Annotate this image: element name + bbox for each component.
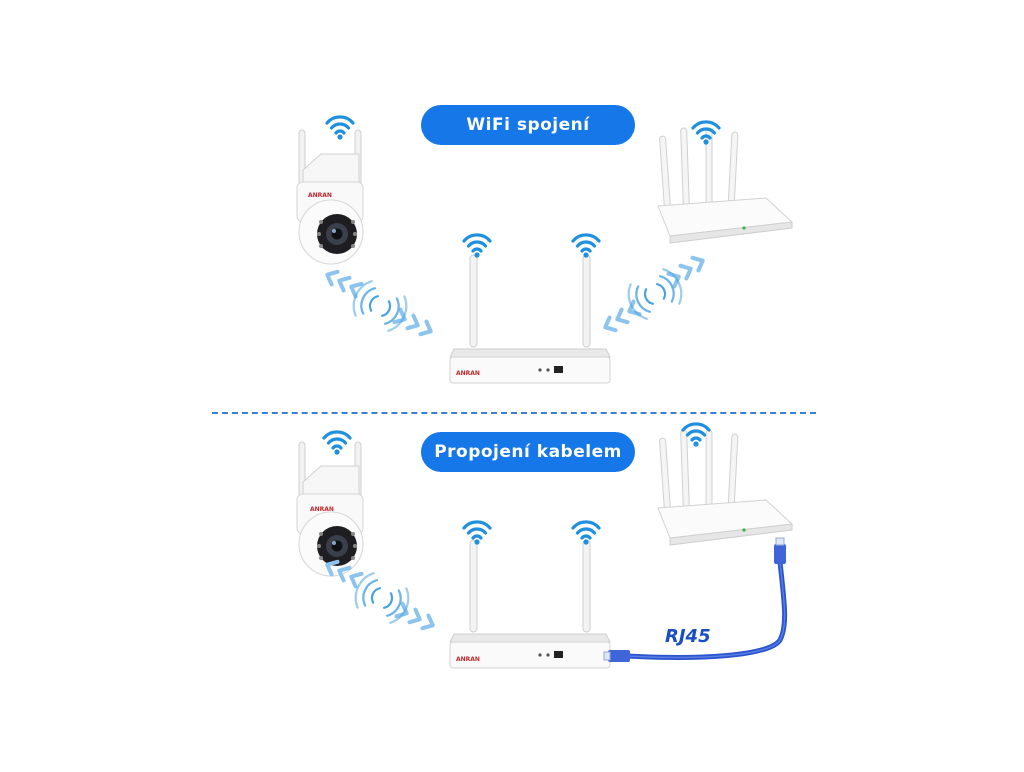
wifi-signal-icon bbox=[462, 233, 492, 260]
router-icon bbox=[657, 127, 793, 244]
wifi-signal-icon bbox=[462, 520, 492, 547]
router-icon bbox=[657, 429, 793, 546]
wifi-signal-icon bbox=[571, 520, 601, 547]
rj45-cable-icon bbox=[603, 537, 788, 662]
section-title-cable: Propojení kabelem bbox=[421, 432, 635, 472]
wireless-link-left bbox=[322, 556, 438, 634]
wifi-signal-icon bbox=[325, 115, 355, 142]
wifi-signal-icon bbox=[571, 233, 601, 260]
wifi-signal-icon bbox=[322, 430, 352, 457]
wifi-section: ANRAN ANRAN bbox=[296, 115, 793, 384]
nvr-icon bbox=[449, 539, 611, 669]
nvr-brand-logo: ANRAN bbox=[456, 656, 480, 663]
nvr-brand-logo: ANRAN bbox=[456, 370, 480, 377]
nvr-icon bbox=[449, 254, 611, 384]
section-divider bbox=[212, 412, 816, 414]
section-title-wifi: WiFi spojení bbox=[421, 105, 635, 145]
camera-brand-logo: ANRAN bbox=[308, 192, 332, 199]
wireless-link-left bbox=[322, 266, 436, 340]
rj45-label: RJ45 bbox=[665, 626, 711, 647]
cable-section: ANRAN ANRAN bbox=[296, 422, 793, 669]
wireless-link-right bbox=[600, 252, 708, 336]
camera-brand-logo: ANRAN bbox=[310, 506, 334, 513]
